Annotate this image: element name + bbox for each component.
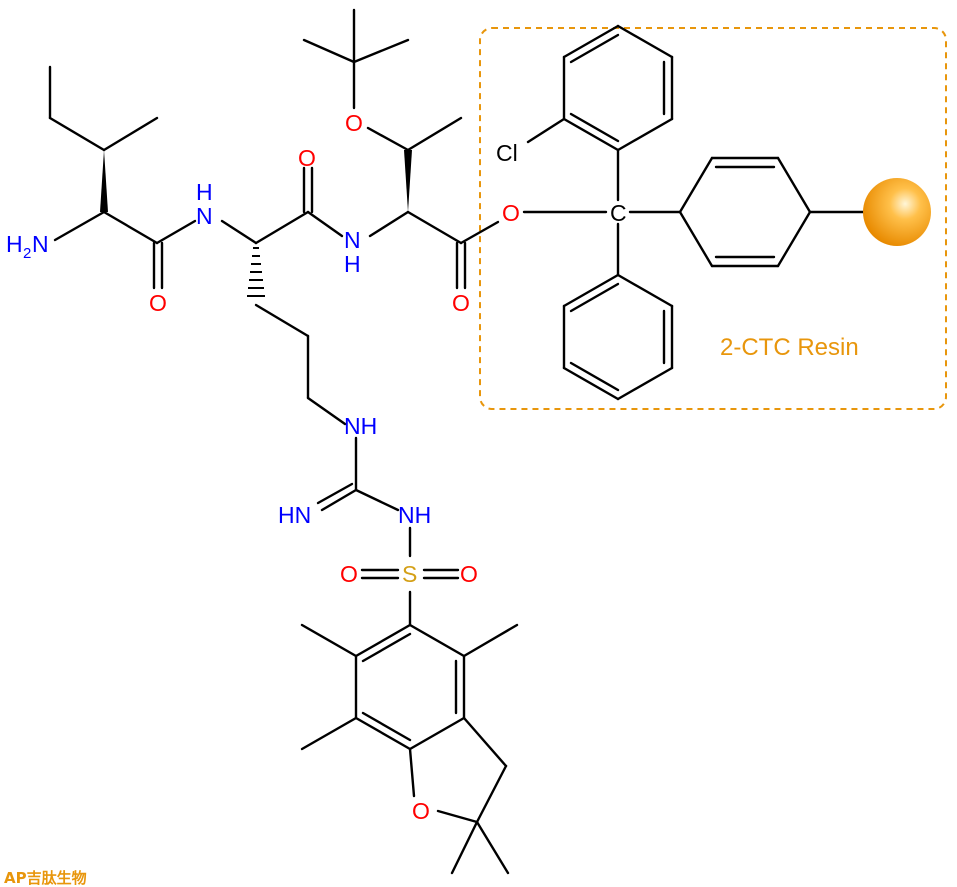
hashed-bond <box>247 247 265 297</box>
wedge-bond <box>404 150 412 212</box>
oxygen-thr-carbonyl-label: O <box>452 290 470 316</box>
amine-subscript-label: 2 <box>23 245 31 262</box>
oxygen-ester-label: O <box>502 200 520 226</box>
arginine-residue <box>220 166 412 558</box>
sulfonamide-nh-label: NH <box>398 502 431 528</box>
threonine-residue <box>302 8 500 290</box>
pbf-protecting-group <box>300 568 519 875</box>
guanidine-nh-label: NH <box>344 413 377 439</box>
amide-nh2-n-label: N <box>344 227 361 253</box>
amine-h-label: H <box>6 231 23 257</box>
oxygen-sulfonyl-left-label: O <box>340 561 358 587</box>
amide-nh1-h-label: H <box>196 179 213 205</box>
oxygen-arg-label: O <box>298 145 316 171</box>
amine-n-label: N <box>32 231 49 257</box>
resin-label: 2-CTC Resin <box>720 334 859 361</box>
oxygen-tbu-label: O <box>345 110 363 136</box>
oxygen-sulfonyl-right-label: O <box>460 561 478 587</box>
chlorotrityl-linker <box>522 24 866 401</box>
amide-nh2-h-label: H <box>344 251 361 277</box>
resin-box <box>479 27 947 410</box>
oxygen-ile-label: O <box>149 290 167 316</box>
oxygen-furan-label: O <box>412 798 430 824</box>
amide-nh1-n-label: N <box>196 203 213 229</box>
sulfur-label: S <box>402 561 417 587</box>
wedge-bond <box>100 150 108 212</box>
isoleucine-residue <box>48 65 197 290</box>
imine-hn-label: HN <box>278 502 311 528</box>
trityl-carbon-label: C <box>610 200 627 226</box>
resin-bead-icon <box>863 178 931 246</box>
chlorine-label: Cl <box>496 140 518 166</box>
watermark-logo: AP吉肽生物 <box>4 869 87 887</box>
